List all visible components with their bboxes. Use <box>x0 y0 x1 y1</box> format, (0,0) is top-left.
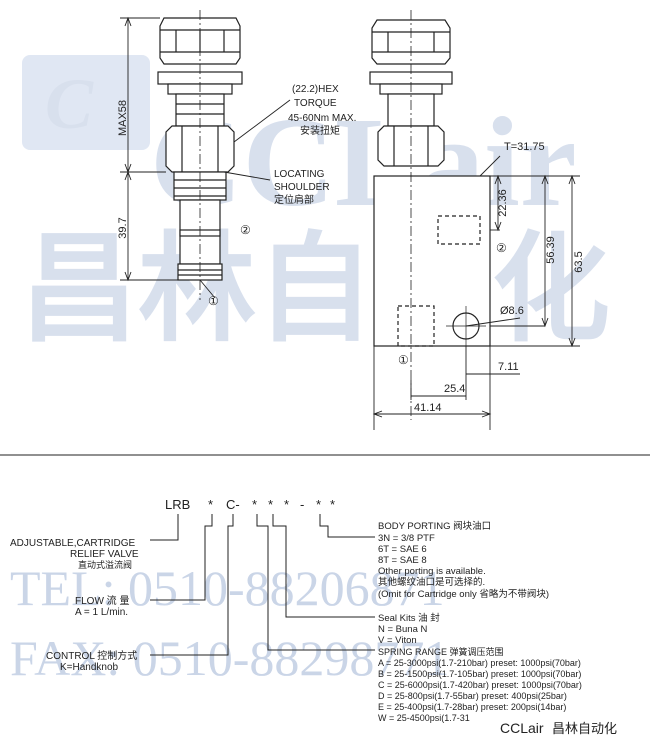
code-star-port1: * <box>316 497 321 512</box>
right-dimensions <box>372 155 580 430</box>
spring-range-d: D = 25-800psi(1.7-55bar) preset: 400psi(… <box>378 691 567 701</box>
body-porting-6t: 6T = SAE 6 <box>378 544 427 555</box>
body-porting-omit: (Omit for Cartridge only 省略为不带阀块) <box>378 588 549 600</box>
spring-range-w: W = 25-4500psi(1.7-31 <box>378 713 470 723</box>
dim-63-5: 63.5 <box>573 251 585 272</box>
hex-label-line2: TORQUE <box>294 98 337 109</box>
spring-range-e: E = 25-400psi(1.7-28bar) preset: 200psi(… <box>378 702 566 712</box>
dim-41-14: 41.14 <box>414 402 442 414</box>
body-porting-block: BODY PORTING 阀块油口 3N = 3/8 PTF 6T = SAE … <box>378 520 549 600</box>
code-leader-lines <box>150 514 375 656</box>
logo-glyph: C <box>45 64 94 144</box>
shoulder-label-line1: LOCATING <box>274 169 325 180</box>
spring-range-c: C = 25-6000psi(1.7-420bar) preset: 1000p… <box>378 680 582 690</box>
label-adjustable-1: ADJUSTABLE,CARTRIDGE <box>10 538 136 549</box>
body-porting-8t: 8T = SAE 8 <box>378 555 427 566</box>
dim-56-39: 56.39 <box>545 236 557 264</box>
label-control-1: CONTROL 控制方式 <box>46 649 137 662</box>
spring-range-block: SPRING RANGE 弹簧调压范围 A = 25-3000psi(1.7-2… <box>378 646 582 723</box>
dim-dia-8-6: Ø8.6 <box>500 305 524 317</box>
spring-range-a: A = 25-3000psi(1.7-210bar) preset: 1000p… <box>378 658 581 668</box>
label-adjustable-2: RELIEF VALVE <box>70 549 139 560</box>
logo-mark-icon <box>22 55 150 150</box>
label-flow-1: FLOW 流 量 <box>75 594 129 607</box>
code-star-seal: * <box>268 497 273 512</box>
code-star-spring: * <box>252 497 257 512</box>
hex-label-line3: 45-60Nm MAX. <box>288 113 356 124</box>
seal-kits-v: V = Viton <box>378 635 417 646</box>
code-c: C- <box>226 497 240 512</box>
watermark-logo-cn: 昌林自动化 <box>20 225 610 356</box>
seal-kits-block: Seal Kits 油 封 N = Buna N V = Viton <box>378 612 440 646</box>
left-port-2: ② <box>240 223 251 237</box>
body-porting-3n: 3N = 3/8 PTF <box>378 533 435 544</box>
right-port-2: ② <box>496 241 507 255</box>
body-porting-title: BODY PORTING 阀块油口 <box>378 520 491 532</box>
code-lrb: LRB <box>165 497 190 512</box>
dim-max58: MAX58 <box>117 100 129 136</box>
label-control-2: K=Handknob <box>60 662 119 673</box>
seal-kits-title: Seal Kits 油 封 <box>378 612 440 624</box>
label-flow-2: A = 1 L/min. <box>75 607 128 618</box>
watermark-fax: FAX: 0510-88298771 <box>10 630 449 686</box>
seal-kits-n: N = Buna N <box>378 624 428 635</box>
code-star-flow: * <box>208 497 213 512</box>
shoulder-label-line2: SHOULDER <box>274 182 330 193</box>
footer-brand-cn: 昌林自动化 <box>552 721 617 736</box>
dim-7-11: 7.11 <box>498 361 519 373</box>
code-dash: - <box>300 497 304 512</box>
block-assembly-view <box>369 10 491 420</box>
label-adjustable-3: 直动式溢流阀 <box>78 559 132 570</box>
body-porting-other-cn: 其他螺纹油口是可选择的. <box>378 576 485 588</box>
hex-label-line4: 安装扭矩 <box>300 124 340 137</box>
cartridge-side-view <box>157 10 243 300</box>
model-code: LRB * C- * * * - * * <box>165 497 335 512</box>
spring-range-title: SPRING RANGE 弹簧调压范围 <box>378 646 504 657</box>
footer-brand: CCLair <box>500 720 544 736</box>
code-star-extra: * <box>284 497 289 512</box>
dim-39-7: 39.7 <box>117 217 129 238</box>
hex-label-line1: (22.2)HEX <box>292 84 339 95</box>
shoulder-label-line3: 定位肩部 <box>274 193 314 206</box>
left-port-1: ① <box>208 294 219 308</box>
dim-block-t: T=31.75 <box>504 141 545 153</box>
dim-22-36: 22.36 <box>497 189 509 217</box>
watermark-tel: TEL: 0510-88206871 <box>10 560 445 616</box>
body-porting-other: Other porting is available. <box>378 566 486 577</box>
code-star-port2: * <box>330 497 335 512</box>
dim-25-4: 25.4 <box>444 383 465 395</box>
spring-range-b: B = 25-1500psi(1.7-105bar) preset: 1000p… <box>378 669 581 679</box>
right-port-1: ① <box>398 353 409 367</box>
left-dimensions <box>120 16 291 299</box>
